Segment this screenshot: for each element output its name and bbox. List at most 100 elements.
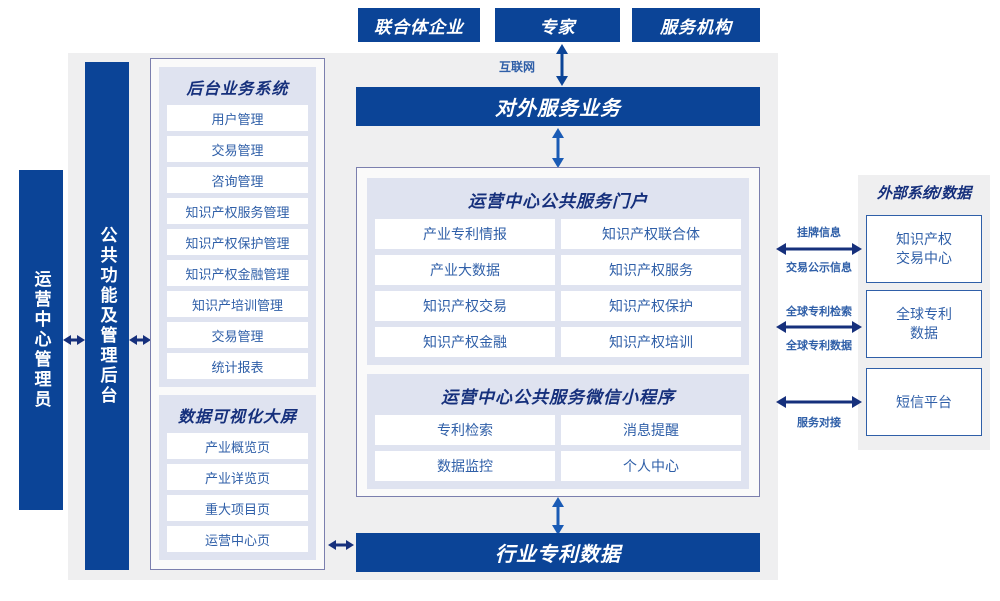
internet-text: 互联网 (498, 60, 535, 74)
grid-item[interactable]: 知识产权交易 (375, 291, 555, 321)
connector-label-text: 全球专利检索 (786, 306, 852, 318)
list-item-label: 统计报表 (211, 359, 264, 375)
grid-item-label: 个人中心 (623, 458, 679, 474)
list-item[interactable]: 运营中心页 (167, 526, 308, 552)
industry-patent-data-bar[interactable]: 行业专利数据 (356, 533, 760, 572)
grid-item-label: 知识产权交易 (423, 298, 507, 314)
grid-item-label: 知识产权服务 (609, 262, 693, 278)
list-item-label: 知识产权金融管理 (185, 266, 290, 282)
grid-item-label: 知识产权金融 (423, 334, 507, 350)
connector-label-text: 服务对接 (797, 417, 841, 429)
connector-label-global-patent-search: 全球专利检索 (773, 303, 865, 319)
grid-item-label: 知识产权培训 (609, 334, 693, 350)
grid-item[interactable]: 个人中心 (561, 451, 741, 481)
top-actor-label: 专家 (539, 17, 576, 37)
backoffice-group: 后台业务系统 用户管理交易管理咨询管理知识产权服务管理知识产权保护管理知识产权金… (159, 67, 316, 387)
grid-item[interactable]: 专利检索 (375, 415, 555, 445)
connector-label-global-patent-data: 全球专利数据 (773, 337, 865, 353)
grid-item-label: 消息提醒 (623, 422, 679, 438)
grid-item-label: 产业大数据 (430, 262, 500, 278)
portal-group: 运营中心公共服务门户 产业专利情报 知识产权联合体产业大数据 知识产权服务知识产权交… (367, 178, 749, 365)
grid-item[interactable]: 知识产权金融 (375, 327, 555, 357)
connector-label-service-docking: 服务对接 (778, 414, 860, 430)
list-item[interactable]: 产业概览页 (167, 433, 308, 459)
role-label: 公共功能及管理后台 (97, 226, 117, 406)
grid-item[interactable]: 消息提醒 (561, 415, 741, 445)
top-actor-服务机构[interactable]: 服务机构 (632, 8, 760, 42)
role-label: 运营中心管理员 (31, 270, 51, 410)
grid-item[interactable]: 知识产权保护 (561, 291, 741, 321)
list-item[interactable]: 知识产权保护管理 (167, 229, 308, 255)
external-box-ip-trading-center[interactable]: 知识产权 交易中心 (866, 215, 982, 283)
grid-item[interactable]: 产业专利情报 (375, 219, 555, 249)
grid-item[interactable]: 数据监控 (375, 451, 555, 481)
list-item[interactable]: 知识产权金融管理 (167, 260, 308, 286)
connector-label-text: 挂牌信息 (797, 227, 841, 239)
list-item-label: 咨询管理 (211, 173, 264, 189)
connector-label-listing-info: 挂牌信息 (778, 224, 860, 240)
external-box-label: 知识产权 交易中心 (896, 231, 952, 266)
grid-item-label: 专利检索 (437, 422, 493, 438)
grid-item[interactable]: 知识产权联合体 (561, 219, 741, 249)
miniprogram-title: 运营中心公共服务微信小程序 (441, 388, 675, 407)
dashboard-group: 数据可视化大屏 产业概览页产业详览页重大项目页运营中心页 (159, 395, 316, 560)
connector-label-text: 交易公示信息 (786, 262, 852, 274)
list-item[interactable]: 交易管理 (167, 322, 308, 348)
list-item-label: 知识产权保护管理 (185, 235, 290, 251)
grid-item[interactable]: 知识产权服务 (561, 255, 741, 285)
backoffice-item-list: 用户管理交易管理咨询管理知识产权服务管理知识产权保护管理知识产权金融管理知识产培… (167, 105, 308, 379)
list-item[interactable]: 产业详览页 (167, 464, 308, 490)
grid-item[interactable]: 知识产权培训 (561, 327, 741, 357)
external-connector-arrow-2-icon (776, 321, 862, 333)
external-connector-arrow-3-icon (776, 396, 862, 408)
miniprogram-group: 运营中心公共服务微信小程序 专利检索 消息提醒数据监控 个人中心 (367, 374, 749, 489)
internet-label: 互联网 (487, 58, 547, 74)
list-item-label: 重大项目页 (204, 501, 270, 517)
external-connector-arrow-1-icon (776, 243, 862, 255)
list-item[interactable]: 咨询管理 (167, 167, 308, 193)
public-service-frame: 运营中心公共服务门户 产业专利情报 知识产权联合体产业大数据 知识产权服务知识产权交… (356, 167, 760, 497)
list-item[interactable]: 统计报表 (167, 353, 308, 379)
list-item-label: 产业概览页 (204, 439, 270, 455)
backoffice-title: 后台业务系统 (186, 81, 289, 98)
list-item[interactable]: 重大项目页 (167, 495, 308, 521)
external-box-sms-platform[interactable]: 短信平台 (866, 368, 982, 436)
backend-to-modules-arrow-icon (129, 335, 151, 345)
modules-to-data-arrow-icon (328, 540, 354, 550)
external-box-global-patent-data[interactable]: 全球专利 数据 (866, 290, 982, 358)
external-box-label: 短信平台 (896, 393, 952, 410)
top-actor-联合体企业[interactable]: 联合体企业 (358, 8, 480, 42)
grid-item-label: 数据监控 (437, 458, 493, 474)
external-service-label: 对外服务业务 (495, 98, 621, 120)
list-item[interactable]: 交易管理 (167, 136, 308, 162)
dashboard-item-list: 产业概览页产业详览页重大项目页运营中心页 (167, 433, 308, 552)
internet-arrow-icon (556, 44, 568, 86)
top-actor-label: 服务机构 (660, 17, 732, 37)
external-panel-title-text: 外部系统/数据 (876, 184, 972, 202)
external-service-bar[interactable]: 对外服务业务 (356, 87, 760, 126)
portal-to-data-arrow-icon (552, 497, 564, 535)
list-item-label: 运营中心页 (204, 532, 270, 548)
list-item-label: 交易管理 (211, 328, 264, 344)
top-actor-label: 联合体企业 (374, 17, 464, 37)
portal-item-grid: 产业专利情报 知识产权联合体产业大数据 知识产权服务知识产权交易 知识产权保护知识产权… (375, 219, 741, 357)
list-item-label: 知识产权服务管理 (185, 204, 290, 220)
external-panel-title: 外部系统/数据 (858, 180, 990, 204)
external-box-label: 全球专利 数据 (896, 306, 952, 341)
list-item[interactable]: 知识产培训管理 (167, 291, 308, 317)
admin-to-backend-arrow-icon (63, 335, 85, 345)
dashboard-title: 数据可视化大屏 (177, 409, 297, 426)
top-actor-专家[interactable]: 专家 (495, 8, 620, 42)
list-item[interactable]: 用户管理 (167, 105, 308, 131)
role-common-function-backend[interactable]: 公共功能及管理后台 (85, 62, 129, 570)
portal-title: 运营中心公共服务门户 (468, 192, 648, 211)
role-operations-center-admin[interactable]: 运营中心管理员 (19, 170, 63, 510)
list-item[interactable]: 知识产权服务管理 (167, 198, 308, 224)
backend-modules-frame: 后台业务系统 用户管理交易管理咨询管理知识产权服务管理知识产权保护管理知识产权金… (150, 58, 325, 570)
grid-item[interactable]: 产业大数据 (375, 255, 555, 285)
service-to-portal-arrow-icon (552, 128, 564, 168)
grid-item-label: 产业专利情报 (423, 226, 507, 242)
connector-label-trade-public-info: 交易公示信息 (773, 259, 865, 275)
miniprogram-item-grid: 专利检索 消息提醒数据监控 个人中心 (375, 415, 741, 481)
